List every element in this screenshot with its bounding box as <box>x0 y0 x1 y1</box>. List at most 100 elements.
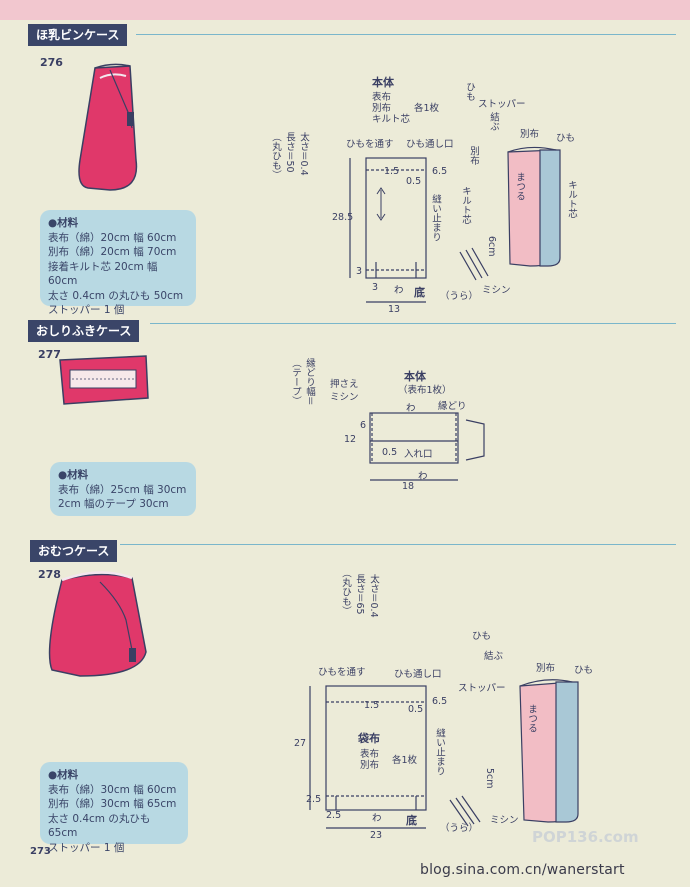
wa-label: わ <box>394 285 404 296</box>
himo-label: ひも <box>556 133 576 144</box>
betsu-label: 別布 <box>536 663 556 674</box>
item-number: 277 <box>38 348 61 361</box>
dim-0-5: 0.5 <box>406 176 422 187</box>
cord-thickness: 太さ＝0.4 <box>298 132 309 176</box>
materials-box: ●材料 表布（綿）20cm 幅 60cm 別布（綿）20cm 幅 70cm 接着… <box>40 210 196 316</box>
dim-height: 27 <box>294 738 307 749</box>
wa-label: わ <box>418 471 428 482</box>
dim-0-5: 0.5 <box>382 447 398 458</box>
wipes-case-pattern <box>369 412 485 481</box>
materials-line: 接着キルト芯 20cm 幅 60cm <box>48 260 158 288</box>
quilt-label: キルト芯 <box>460 186 471 224</box>
page-number: 273 <box>30 846 51 857</box>
dim-2-5: 2.5 <box>326 810 342 821</box>
dim-0-5: 0.5 <box>408 704 424 715</box>
materials-box: ●材料 表布（綿）25cm 幅 30cm 2cm 幅のテープ 30cm <box>50 462 196 516</box>
dim-width: 13 <box>388 304 401 315</box>
bottle-case-illustration <box>78 63 138 191</box>
dim-6cm: 6cm <box>486 236 497 257</box>
materials-line: 太さ 0.4cm の丸ひも 65cm <box>48 812 151 840</box>
matsuru-label: まつる <box>526 704 537 733</box>
entry-label: 入れ口 <box>404 449 433 460</box>
betsu-label: 別布 <box>468 146 479 165</box>
dim-6: 6 <box>360 420 367 431</box>
dim-6-5: 6.5 <box>432 166 448 177</box>
stop-label: 縫い止まり <box>434 728 445 776</box>
part-title: 本体 <box>404 370 426 383</box>
section-divider <box>150 323 676 324</box>
materials-line: 表布（綿）25cm 幅 30cm <box>58 483 187 496</box>
himo-label: ひも <box>472 631 492 642</box>
section-divider <box>136 34 676 35</box>
himo-label: ひも <box>464 82 475 101</box>
diaper-bag-pattern <box>309 685 427 829</box>
himo-label: ひも <box>574 665 594 676</box>
dim-1-5: 1.5 <box>384 166 400 177</box>
matsuru-label: まつる <box>514 172 525 201</box>
bottom-label: 底 <box>406 814 417 827</box>
materials-line: 表布（綿）30cm 幅 60cm <box>48 783 177 796</box>
dim-height: 28.5 <box>332 212 354 223</box>
materials-line: 別布（綿）20cm 幅 70cm <box>48 246 177 258</box>
wa-label: わ <box>406 403 416 414</box>
section-title-diaper-case: おむつケース <box>30 540 118 562</box>
item-number: 276 <box>40 56 63 69</box>
diaper-bag-detail <box>449 679 579 827</box>
dim-6-5: 6.5 <box>432 696 448 707</box>
tape-width: 縁どり幅＝ <box>304 358 315 406</box>
mishin-label: ミシン <box>482 285 511 296</box>
dim-3: 3 <box>372 282 379 293</box>
edge-label: 縁どり <box>438 401 467 412</box>
materials-heading: ●材料 <box>48 217 79 229</box>
cord-label: （丸ひも） <box>340 568 351 616</box>
musubu-label: 結ぶ <box>488 112 499 131</box>
materials-heading: ●材料 <box>48 769 79 781</box>
stop-label: 縫い止まり <box>430 194 441 242</box>
bottle-case-pattern <box>349 157 427 303</box>
dim-2-5: 2.5 <box>306 794 322 805</box>
press-label: 押さえ <box>330 379 359 390</box>
part-sub: 別布 <box>372 103 392 114</box>
cord-thickness: 太さ＝0.4 <box>368 574 379 618</box>
stopper-label: ストッパー <box>478 99 526 110</box>
dim-5cm: 5cm <box>484 768 495 789</box>
section-title-wipes-case: おしりふきケース <box>28 320 140 342</box>
materials-line: ストッパー 1 個 <box>48 841 125 854</box>
part-sub: 表布 <box>360 749 380 760</box>
part-sub: 表布 <box>372 92 392 103</box>
materials-line: 2cm 幅のテープ 30cm <box>58 498 169 510</box>
bottle-case-detail <box>459 146 561 281</box>
dim-12: 12 <box>344 434 357 445</box>
part-sub: （表布1枚） <box>398 385 452 396</box>
opening-label: ひも通し口 <box>394 669 442 680</box>
part-count: 各1枚 <box>392 755 418 766</box>
mishin-label: ミシン <box>490 815 519 826</box>
materials-line: ストッパー 1 個 <box>48 304 125 316</box>
diaper-bag-illustration <box>48 571 147 677</box>
cord-length: 長さ＝65 <box>354 574 365 615</box>
bottom-label: 底 <box>414 286 425 299</box>
ura-label: （うら） <box>440 823 479 834</box>
dim-3: 3 <box>356 266 363 277</box>
tape-label: （テープ） <box>290 358 301 406</box>
section-title-bottle-case: ほ乳ビンケース <box>28 24 128 46</box>
opening-label: ひも通し口 <box>406 139 454 150</box>
part-title: 本体 <box>372 76 394 89</box>
through-label: ひもを通す <box>318 667 366 678</box>
credit-url: blog.sina.com.cn/wanerstart <box>420 862 625 878</box>
materials-box: ●材料 表布（綿）30cm 幅 60cm 別布（綿）30cm 幅 65cm 太さ… <box>40 762 188 854</box>
section-divider <box>120 544 676 545</box>
dim-1-5: 1.5 <box>364 700 380 711</box>
wa-label: わ <box>372 813 382 824</box>
ura-label: （うら） <box>440 291 479 302</box>
part-sub: キルト芯 <box>372 114 411 125</box>
stopper-label: ストッパー <box>458 683 506 694</box>
materials-line: 太さ 0.4cm の丸ひも 50cm <box>48 289 184 302</box>
cord-label: （丸ひも） <box>270 132 281 180</box>
watermark-logo: POP136.com <box>532 828 639 846</box>
materials-line: 表布（綿）20cm 幅 60cm <box>48 231 177 244</box>
betsu-label: 別布 <box>520 129 540 140</box>
cord-length: 長さ＝50 <box>284 132 295 173</box>
top-band <box>0 0 690 20</box>
